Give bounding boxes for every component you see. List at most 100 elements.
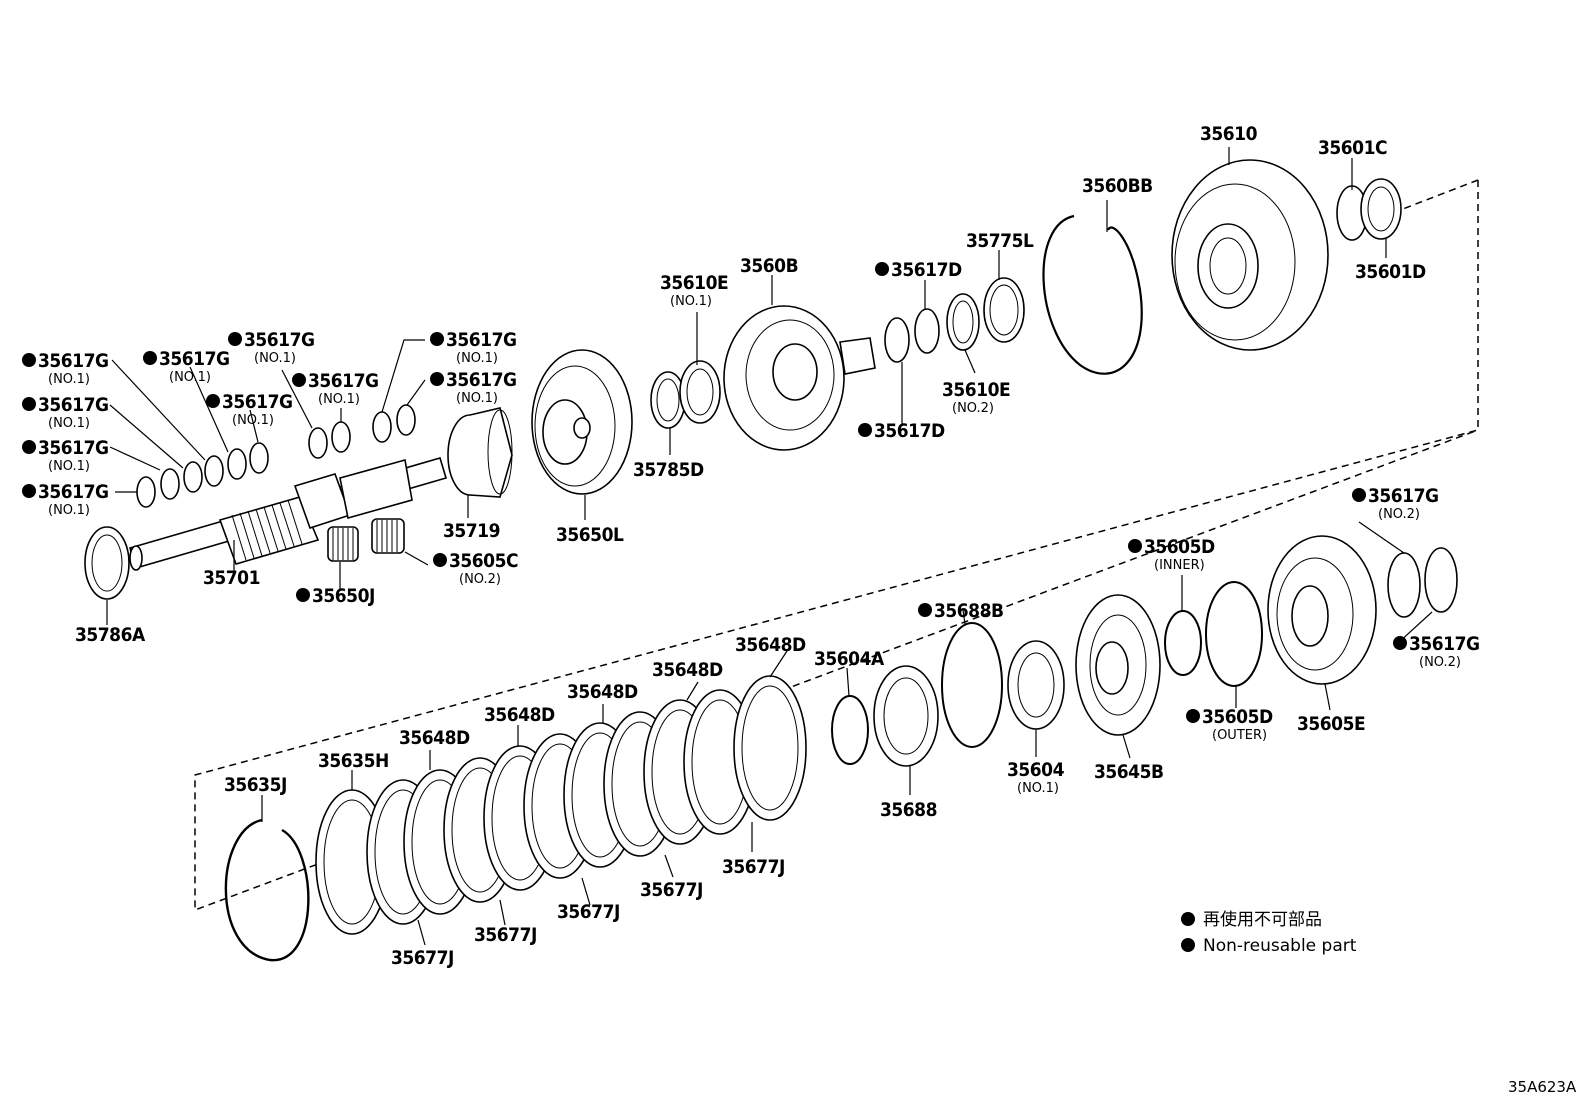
part-variant: (NO.1) [670, 294, 712, 309]
part-variant: (NO.2) [459, 572, 501, 587]
non-reusable-marker [22, 440, 36, 454]
part-number: 35775L [966, 230, 1034, 252]
needle-bearing-35605C-part[interactable] [371, 518, 405, 554]
legend-text-en: Non-reusable part [1203, 936, 1357, 956]
label-p35677J_2: 35677J [640, 879, 703, 901]
label-p35604: 35604(NO.1) [1007, 759, 1065, 796]
seal-ring-35617G-no2-a-part[interactable] [1387, 552, 1421, 618]
label-p3560BB: 3560BB [1082, 175, 1153, 197]
main-shaft-part[interactable] [129, 457, 447, 571]
clutch-hub-35605E-part[interactable] [1267, 535, 1377, 685]
legend: 再使用不可部品 Non-reusable part [1181, 909, 1357, 956]
label-p35701: 35701 [203, 567, 260, 589]
clutch-plates-stack [315, 675, 807, 935]
o-ring-35605D-outer-part[interactable] [1205, 581, 1263, 687]
part-variant: (OUTER) [1212, 728, 1267, 743]
thrust-washer-35775L-part[interactable] [983, 277, 1025, 343]
thrust-bearing-35610E-no2-part[interactable] [946, 293, 980, 351]
seal-ring-35617D-lower-part[interactable] [884, 317, 910, 363]
label-p35785D: 35785D [633, 459, 704, 481]
non-reusable-marker [1352, 488, 1366, 502]
thrust-bearing-35610E-no1-part[interactable] [679, 360, 721, 424]
assembly-boundary-dashed [194, 180, 1479, 912]
part-variant: (NO.1) [318, 392, 360, 407]
part-variant: (NO.1) [254, 351, 296, 366]
non-reusable-marker [430, 332, 444, 346]
label-p35648D_4: 35648D [484, 704, 555, 726]
non-reusable-marker [1128, 539, 1142, 553]
planetary-gear-35650L-part[interactable] [531, 349, 633, 495]
part-number: 35645B [1094, 761, 1164, 783]
legend-text-ja: 再使用不可部品 [1203, 909, 1322, 930]
needle-bearing-35650J-part[interactable] [327, 526, 359, 562]
seal-ring-35617G-no2-b-part[interactable] [1424, 547, 1458, 613]
label-p35617G_9: 35617G(NO.1) [430, 329, 517, 366]
part-variant: (NO.2) [1378, 507, 1420, 522]
return-spring-35604-part[interactable] [1007, 640, 1065, 730]
label-p35648D_5: 35648D [399, 727, 470, 749]
non-reusable-marker [858, 423, 872, 437]
label-p35601C: 35601C [1318, 137, 1388, 159]
snap-ring-35604A-part[interactable] [831, 695, 869, 765]
label-p35648D_2: 35648D [652, 659, 723, 681]
non-reusable-marker [228, 332, 242, 346]
label-p35617G_10: 35617G(NO.1) [430, 369, 517, 406]
part-number: 35617D [891, 259, 962, 281]
part-number: 35610 [1200, 123, 1258, 145]
label-p35605D_out: 35605D(OUTER) [1186, 706, 1273, 743]
label-p35610E_2: 35610E(NO.2) [942, 379, 1011, 416]
clutch-drum-3560B-part[interactable] [723, 305, 876, 451]
part-variant: (NO.1) [232, 413, 274, 428]
label-p35617G_3: 35617G(NO.1) [22, 437, 109, 474]
part-number: 35601D [1355, 261, 1426, 283]
part-number: 3560B [740, 255, 798, 277]
part-number: 35648D [399, 727, 470, 749]
part-variant: (NO.1) [48, 416, 90, 431]
label-p35648D_3: 35648D [567, 681, 638, 703]
o-ring-35688B-part[interactable] [941, 622, 1003, 748]
part-variant: (NO.1) [456, 351, 498, 366]
part-variant: (NO.2) [1419, 655, 1461, 670]
part-number: 35617G [38, 437, 109, 459]
label-p35688B: 35688B [918, 600, 1004, 622]
label-p35617G_5: 35617G(NO.1) [143, 348, 230, 385]
part-number: 35688B [934, 600, 1004, 622]
part-number: 35617G [38, 350, 109, 372]
part-variant: (NO.1) [48, 459, 90, 474]
label-p35650L: 35650L [556, 524, 624, 546]
part-number: 35605D [1144, 536, 1215, 558]
non-reusable-marker [918, 603, 932, 617]
label-p35786A: 35786A [75, 624, 146, 646]
seal-ring-35617D-upper-part[interactable] [914, 308, 940, 354]
diagram-code: 35A623A [1508, 1078, 1577, 1096]
label-p35645B: 35645B [1094, 761, 1164, 783]
label-p35617G_n2b: 35617G(NO.2) [1393, 633, 1480, 670]
non-reusable-marker [22, 353, 36, 367]
piston-35688-part[interactable] [873, 665, 939, 767]
part-number: 35785D [633, 459, 704, 481]
part-number: 35701 [203, 567, 260, 589]
thrust-bearing-35601D-part[interactable] [1360, 178, 1402, 240]
snap-ring-35635J-part[interactable] [224, 818, 310, 962]
part-number: 35605D [1202, 706, 1273, 728]
part-variant: (NO.1) [48, 503, 90, 518]
legend-marker-ja [1181, 912, 1195, 926]
label-p35617G_1: 35617G(NO.1) [22, 350, 109, 387]
o-ring-35605D-inner-part[interactable] [1164, 610, 1202, 676]
label-p35719: 35719 [443, 520, 500, 542]
assembly-boundary-top [1394, 179, 1479, 213]
label-p35601D: 35601D [1355, 261, 1426, 283]
label-p35617G_7: 35617G(NO.1) [228, 329, 315, 366]
non-reusable-marker [22, 397, 36, 411]
part-number: 35617G [1368, 485, 1439, 507]
clutch-drum-35610-part[interactable] [1171, 159, 1329, 351]
part-number: 35605E [1297, 713, 1365, 735]
part-number: 35610E [660, 272, 728, 294]
sun-gear-35719-part[interactable] [447, 407, 513, 498]
snap-ring-3560BB-part[interactable] [1042, 214, 1143, 375]
label-p35617G_6: 35617G(NO.1) [206, 391, 293, 428]
part-number: 35677J [557, 901, 620, 923]
part-number: 35617G [244, 329, 315, 351]
